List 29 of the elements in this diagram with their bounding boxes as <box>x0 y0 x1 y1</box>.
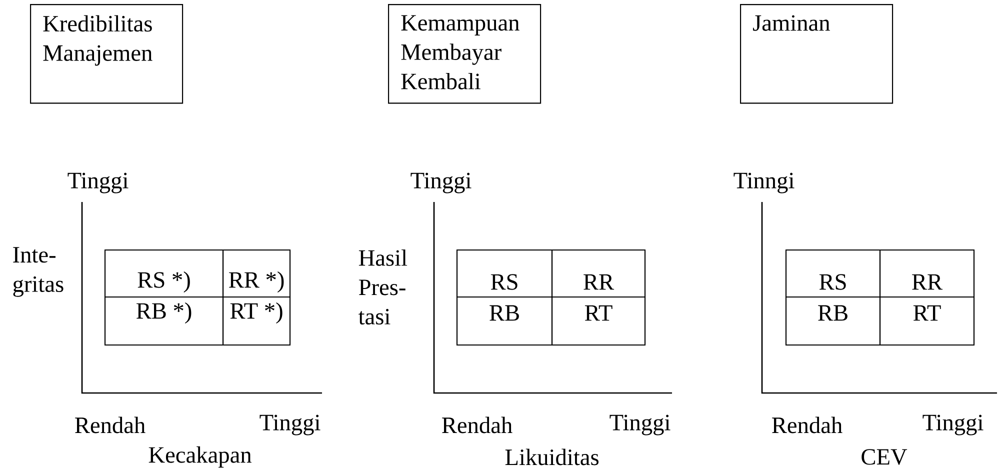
axis-label: CEV <box>862 449 908 465</box>
table-cell: RT <box>879 296 975 346</box>
table-cell: RB *) <box>104 296 224 346</box>
table-cell: RR *) <box>222 249 291 298</box>
axis-label: Tinggi <box>68 172 128 194</box>
table-cell: RR <box>551 249 646 298</box>
axis-label: Hasil Pres- tasi <box>358 249 408 325</box>
table-cell: RR <box>879 249 975 298</box>
title-box: Kemampuan Membayar Kembali <box>388 4 542 104</box>
axis-label: Rendah <box>442 416 512 434</box>
axis-label: Tinggi <box>260 414 320 436</box>
axis-label: Rendah <box>772 416 842 434</box>
table-cell: RS <box>456 249 553 298</box>
table-cell: RT *) <box>222 296 291 346</box>
axis-label: Tinggi <box>410 172 472 194</box>
table-cell: RB <box>456 296 553 346</box>
table-cell: RS *) <box>104 249 224 298</box>
title-box: Kredibilitas Manajemen <box>30 4 184 104</box>
axis-label: Tinngi <box>734 172 794 194</box>
axis-label: Likuiditas <box>505 448 598 466</box>
axis-label: Kecakapan <box>148 446 252 468</box>
axis-label: Tinggi <box>610 414 670 436</box>
axis-label: Inte- gritas <box>13 247 64 297</box>
axis-label: Rendah <box>75 416 146 434</box>
title-box: Jaminan <box>740 4 894 104</box>
table-cell: RB <box>785 296 881 346</box>
table-cell: RT <box>551 296 646 346</box>
axis-label: Tinggi <box>922 414 984 436</box>
table-cell: RS <box>785 249 881 298</box>
